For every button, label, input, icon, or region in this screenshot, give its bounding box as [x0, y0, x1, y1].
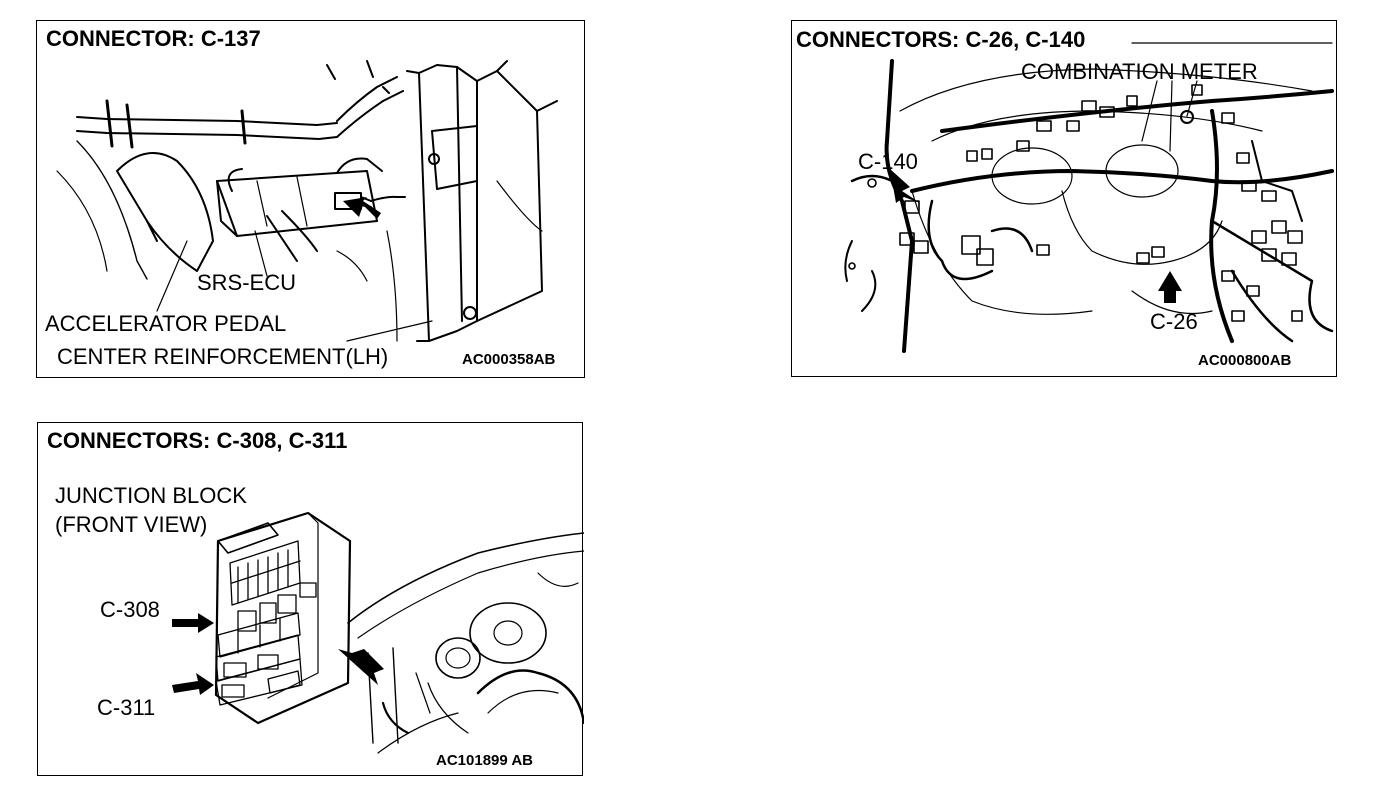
panel-title: CONNECTORS: C-26, C-140	[796, 27, 1086, 52]
figure-code: AC000800AB	[1198, 352, 1292, 369]
panel-title: CONNECTORS: C-308, C-311	[47, 428, 348, 453]
label-c140: C-140	[858, 149, 918, 174]
label-center-reinforcement: CENTER REINFORCEMENT(LH)	[57, 344, 389, 369]
panel-title: CONNECTOR: C-137	[46, 26, 261, 51]
figure-code: AC101899 AB	[436, 752, 533, 769]
label-combination-meter: COMBINATION METER	[1021, 59, 1258, 84]
panel-connectors-c308-c311: CONNECTORS: C-308, C-311 JUNCTION BLOCK …	[37, 422, 584, 776]
instrument-panel-harness-illustration	[844, 42, 1334, 353]
label-front-view: (FRONT VIEW)	[55, 512, 208, 537]
panel-connectors-c26-c140: CONNECTORS: C-26, C-140 COMBINATION METE…	[791, 20, 1337, 377]
label-accelerator-pedal: ACCELERATOR PEDAL	[45, 311, 287, 336]
label-junction-block: JUNCTION BLOCK	[55, 483, 247, 508]
label-srs-ecu: SRS-ECU	[197, 270, 297, 295]
label-c308: C-308	[100, 597, 160, 622]
label-c26: C-26	[1150, 309, 1198, 334]
junction-block-illustration	[172, 511, 584, 754]
figure-code: AC000358AB	[462, 351, 556, 368]
srs-ecu-illustration	[56, 60, 558, 342]
panel-connector-c137: CONNECTOR: C-137 SRS-ECU ACCELERATOR PED…	[36, 20, 585, 378]
label-c311: C-311	[97, 695, 156, 720]
